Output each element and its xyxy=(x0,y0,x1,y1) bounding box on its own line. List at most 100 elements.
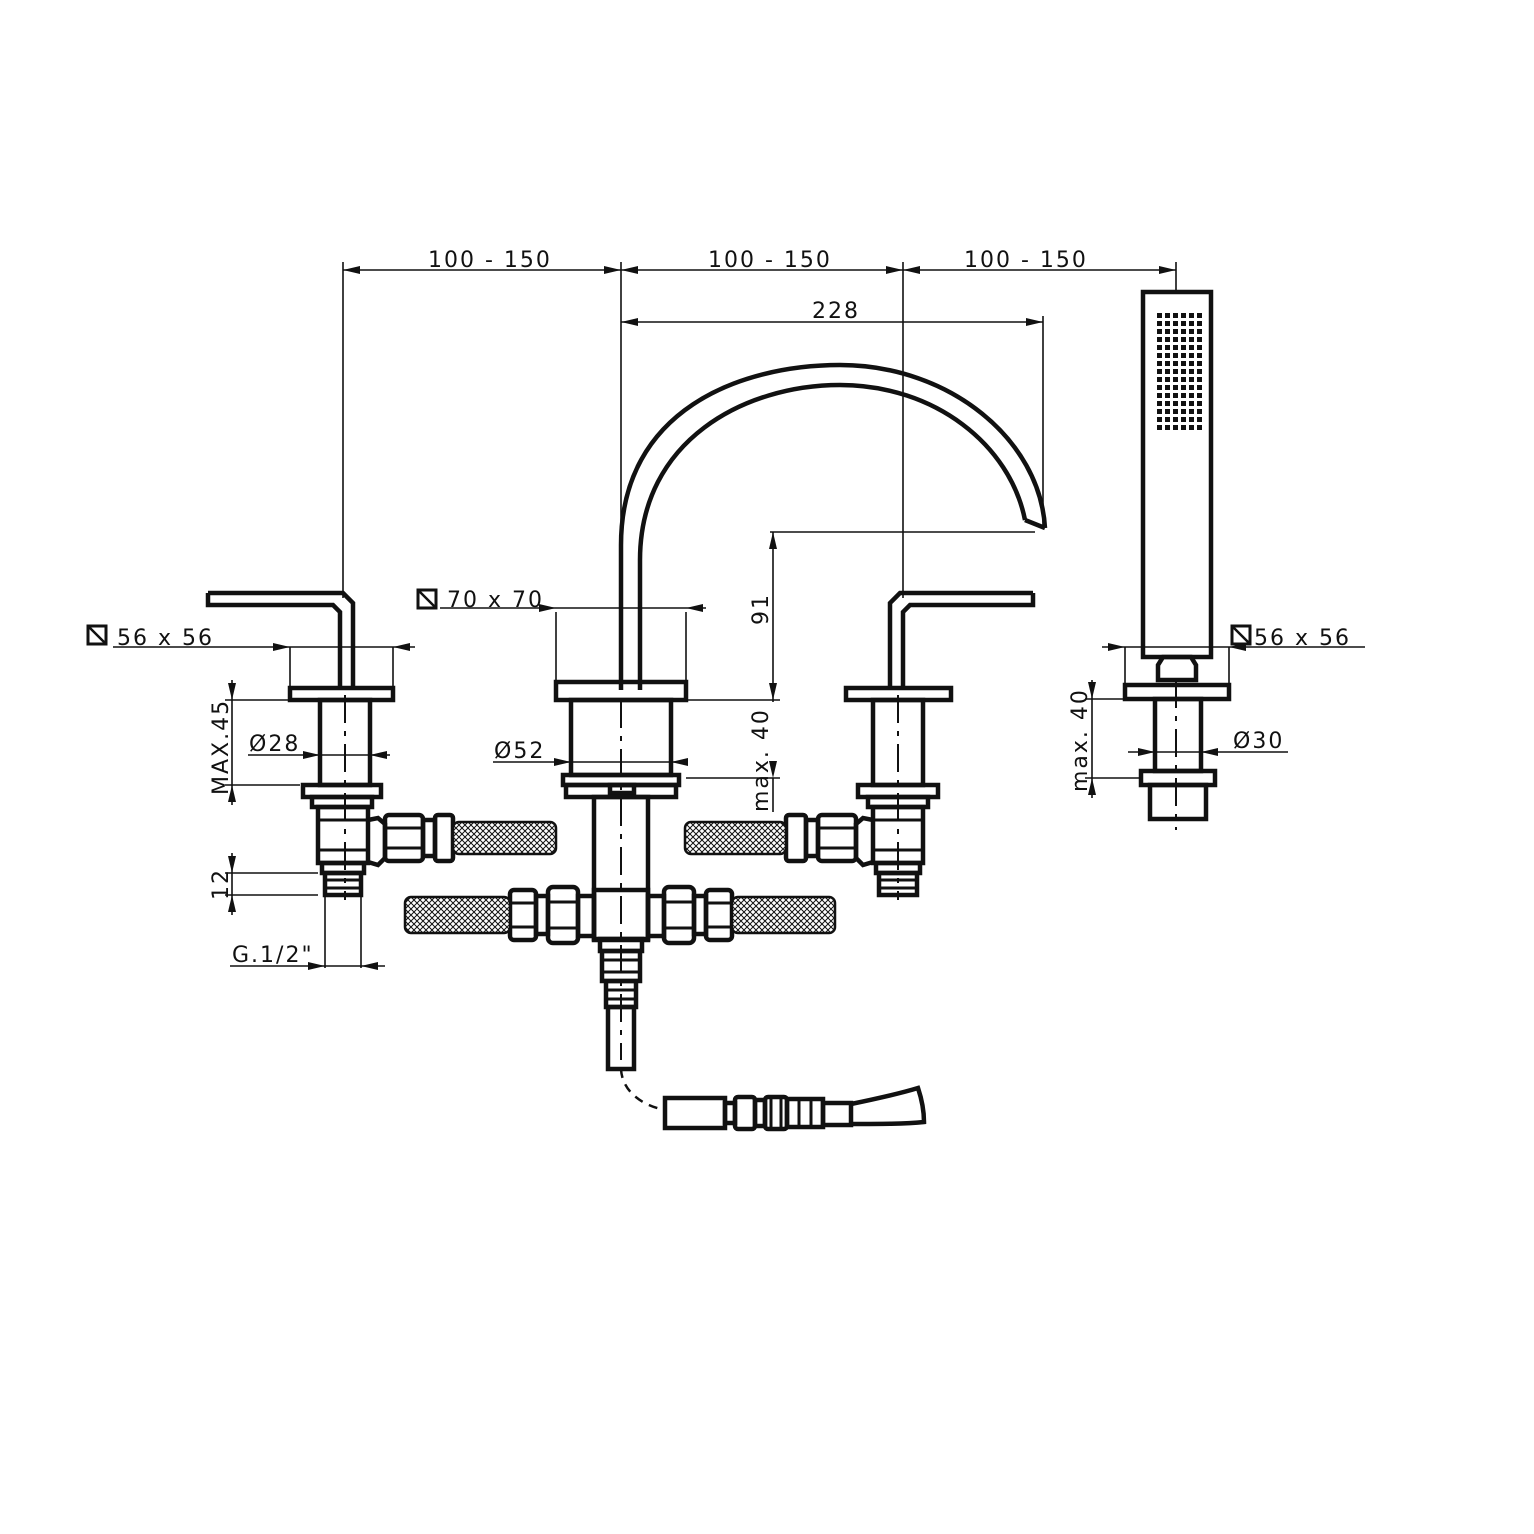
shower-nozzle xyxy=(1197,361,1202,366)
right-shank-dia-label: Ø30 xyxy=(1233,729,1284,754)
shower-nozzle xyxy=(1165,313,1170,318)
shower-nozzle xyxy=(1181,313,1186,318)
shower-nozzle xyxy=(1197,353,1202,358)
right-valve xyxy=(683,590,1036,900)
center-max-deck-label: max. 40 xyxy=(749,708,774,812)
spout-height-dimension: 91 xyxy=(749,531,1035,702)
shower-nozzle xyxy=(1189,321,1194,326)
center-plate-label: 70 x 70 xyxy=(447,588,544,613)
shower-nozzle xyxy=(1181,393,1186,398)
shower-nozzle xyxy=(1173,353,1178,358)
shower-nozzle xyxy=(1165,345,1170,350)
spout xyxy=(618,362,1048,690)
thread-length-label: 12 xyxy=(209,868,234,900)
shower-nozzle xyxy=(1181,369,1186,374)
shower-nozzle xyxy=(1173,393,1178,398)
shower-nozzle xyxy=(1165,337,1170,342)
spacing-center-label: 100 - 150 xyxy=(708,248,832,273)
shower-nozzle-grid xyxy=(1157,313,1202,430)
shower-nozzle xyxy=(1197,313,1202,318)
shower-nozzle xyxy=(1173,361,1178,366)
shower-nozzle xyxy=(1157,401,1162,406)
shower-nozzle xyxy=(1189,313,1194,318)
shower-nozzle xyxy=(1181,425,1186,430)
left-plate-label: 56 x 56 xyxy=(117,626,214,651)
shower-nozzle xyxy=(1181,345,1186,350)
shower-nozzle xyxy=(1165,425,1170,430)
shower-hose xyxy=(662,1085,927,1132)
shower-nozzle xyxy=(1189,329,1194,334)
shower-nozzle xyxy=(1189,369,1194,374)
spout-reach-label: 228 xyxy=(812,299,860,324)
shower-nozzle xyxy=(1173,329,1178,334)
shower-nozzle xyxy=(1165,321,1170,326)
shower-nozzle xyxy=(1173,369,1178,374)
shower-nozzle xyxy=(1181,377,1186,382)
spout-reach-dimension: 228 xyxy=(621,299,1044,528)
shower-nozzle xyxy=(1165,409,1170,414)
shower-nozzle xyxy=(1173,425,1178,430)
shower-nozzle xyxy=(1181,329,1186,334)
square-section-icon xyxy=(1230,624,1252,646)
shower-nozzle xyxy=(1197,345,1202,350)
shower-nozzle xyxy=(1197,401,1202,406)
shower-nozzle xyxy=(1165,417,1170,422)
shower-nozzle xyxy=(1165,361,1170,366)
shower-nozzle xyxy=(1157,361,1162,366)
shower-nozzle xyxy=(1173,345,1178,350)
shower-nozzle xyxy=(1189,377,1194,382)
shower-nozzle xyxy=(1189,361,1194,366)
shower-nozzle xyxy=(1157,321,1162,326)
top-spacing-dimensions: 100 - 150 100 - 150 100 - 150 xyxy=(342,248,1177,598)
spout-height-label: 91 xyxy=(749,593,774,625)
left-max-deck-label: MAX.45 xyxy=(209,699,234,795)
shower-nozzle xyxy=(1181,361,1186,366)
shower-nozzle xyxy=(1197,329,1202,334)
shower-nozzle xyxy=(1197,337,1202,342)
shower-nozzle xyxy=(1165,369,1170,374)
shower-nozzle xyxy=(1181,353,1186,358)
shower-nozzle xyxy=(1173,385,1178,390)
shower-nozzle xyxy=(1181,409,1186,414)
center-shank-dia-label: Ø52 xyxy=(494,739,545,764)
shower-nozzle xyxy=(1181,417,1186,422)
shower-nozzle xyxy=(1157,409,1162,414)
shower-nozzle xyxy=(1173,377,1178,382)
right-max-deck-label: max. 40 xyxy=(1068,688,1093,792)
shower-nozzle xyxy=(1197,409,1202,414)
shower-nozzle xyxy=(1197,385,1202,390)
shower-nozzle xyxy=(1189,417,1194,422)
shower-nozzle xyxy=(1181,337,1186,342)
shower-nozzle xyxy=(1157,329,1162,334)
shower-nozzle xyxy=(1157,393,1162,398)
shower-nozzle xyxy=(1157,417,1162,422)
shower-nozzle xyxy=(1189,401,1194,406)
shower-nozzle xyxy=(1165,393,1170,398)
shower-nozzle xyxy=(1157,313,1162,318)
shower-nozzle xyxy=(1197,425,1202,430)
shower-nozzle xyxy=(1197,369,1202,374)
shower-nozzle xyxy=(1197,417,1202,422)
shower-nozzle xyxy=(1189,385,1194,390)
left-valve: 56 x 56 Ø28 MAX.45 xyxy=(86,590,558,970)
square-section-icon xyxy=(86,624,108,646)
thread-size-label: G.1/2" xyxy=(232,943,314,968)
shower-nozzle xyxy=(1173,409,1178,414)
shower-nozzle xyxy=(1181,401,1186,406)
shower-nozzle xyxy=(1173,321,1178,326)
right-plate-label: 56 x 56 xyxy=(1254,626,1351,651)
spacing-left-label: 100 - 150 xyxy=(428,248,552,273)
spacing-right-label: 100 - 150 xyxy=(964,248,1088,273)
shower-nozzle xyxy=(1157,377,1162,382)
shower-nozzle xyxy=(1157,369,1162,374)
shower-nozzle xyxy=(1189,337,1194,342)
square-section-icon xyxy=(416,588,438,610)
shower-nozzle xyxy=(1157,425,1162,430)
shower-nozzle xyxy=(1165,377,1170,382)
shower-nozzle xyxy=(1181,385,1186,390)
shower-nozzle xyxy=(1197,393,1202,398)
shower-nozzle xyxy=(1173,401,1178,406)
shower-nozzle xyxy=(1165,353,1170,358)
hand-shower: 56 x 56 Ø30 max. 40 xyxy=(1068,289,1365,830)
